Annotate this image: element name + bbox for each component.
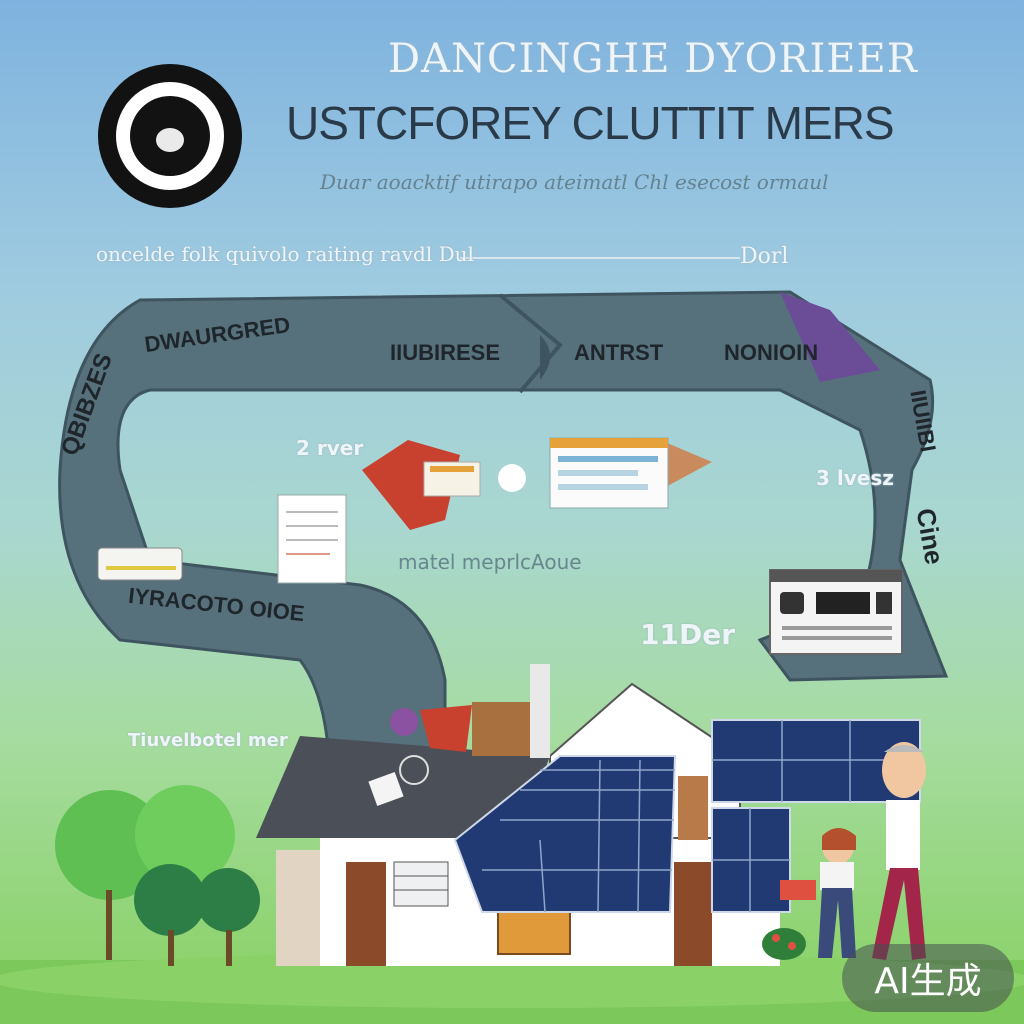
floating-label-1: 2 rver: [296, 436, 364, 460]
purple-arrow-tip: [780, 292, 880, 382]
flower-bush: [762, 928, 806, 960]
ground-highlight: [0, 952, 1024, 1008]
tagline-right: Dorl: [740, 244, 789, 269]
floating-label-2: 3 lvesz: [816, 466, 894, 490]
browser-window-icon: [549, 437, 712, 509]
floating-objects: [368, 705, 472, 807]
control-panel-icon: [769, 569, 903, 655]
router-icon: [97, 547, 183, 581]
header-top-line: DANCINGHE DYORIEER: [388, 36, 918, 82]
trees: [55, 785, 260, 966]
center-caption: matel meprlcAoue: [398, 550, 582, 574]
loop-label-top-right: NONIOIN: [724, 340, 819, 365]
ai-generated-badge: AI生成: [842, 944, 1014, 1012]
page-subtitle: Duar aoacktif utirapo ateimatl Chl eseco…: [320, 170, 829, 194]
floating-label-3: 11Der: [640, 618, 736, 651]
floating-label-lower-left: Tiuvelbotel mer: [128, 730, 288, 751]
tagline-left: oncelde folk quivolo raiting ravdl Dul: [96, 242, 474, 266]
camera-logo-icon: [98, 64, 242, 208]
connector-dot: [498, 464, 526, 492]
red-arrow-icon: [362, 440, 481, 530]
loop-label-top-mid2: ANTRST: [574, 340, 664, 365]
loop-label-top-mid: IIUBIRESE: [390, 340, 501, 365]
people-illustration: [780, 742, 926, 960]
page-title: USTCFOREY CLUTTIT MERS: [286, 97, 895, 149]
document-icon: [277, 494, 347, 584]
